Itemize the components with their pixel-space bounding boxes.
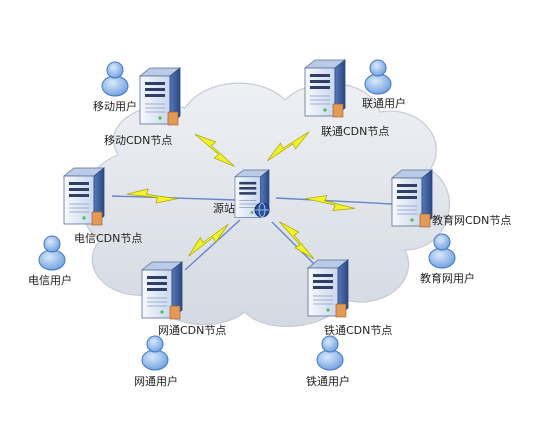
node-label-education: 教育网CDN节点 [432, 214, 512, 227]
user-icon-mobile [101, 61, 129, 97]
user-label-education: 教育网用户 [420, 272, 475, 285]
link-education [275, 197, 393, 205]
server-netcom [141, 261, 183, 320]
server-unicom [304, 59, 346, 118]
server-education [391, 169, 433, 228]
user-icon-railcom [316, 335, 344, 371]
globe-icon [254, 202, 270, 218]
user-icon-telecom [38, 235, 66, 271]
server-telecom [63, 167, 105, 226]
node-label-unicom: 联通CDN节点 [321, 125, 390, 138]
user-label-unicom: 联通用户 [362, 97, 406, 110]
link-railcom [271, 221, 319, 269]
server-railcom [307, 259, 349, 318]
user-icon-unicom [364, 59, 392, 95]
user-label-mobile: 移动用户 [93, 100, 137, 113]
user-icon-netcom [141, 335, 169, 371]
server-mobile [139, 67, 181, 126]
node-label-railcom: 铁通CDN节点 [324, 324, 393, 337]
node-label-netcom: 网通CDN节点 [158, 324, 227, 337]
source-label: 源站 [213, 201, 235, 215]
user-label-telecom: 电信用户 [28, 274, 72, 287]
node-label-mobile: 移动CDN节点 [104, 134, 173, 147]
link-netcom [184, 219, 241, 271]
user-label-netcom: 网通用户 [134, 375, 178, 388]
user-label-railcom: 铁通用户 [306, 375, 350, 388]
node-label-telecom: 电信CDN节点 [74, 232, 143, 245]
